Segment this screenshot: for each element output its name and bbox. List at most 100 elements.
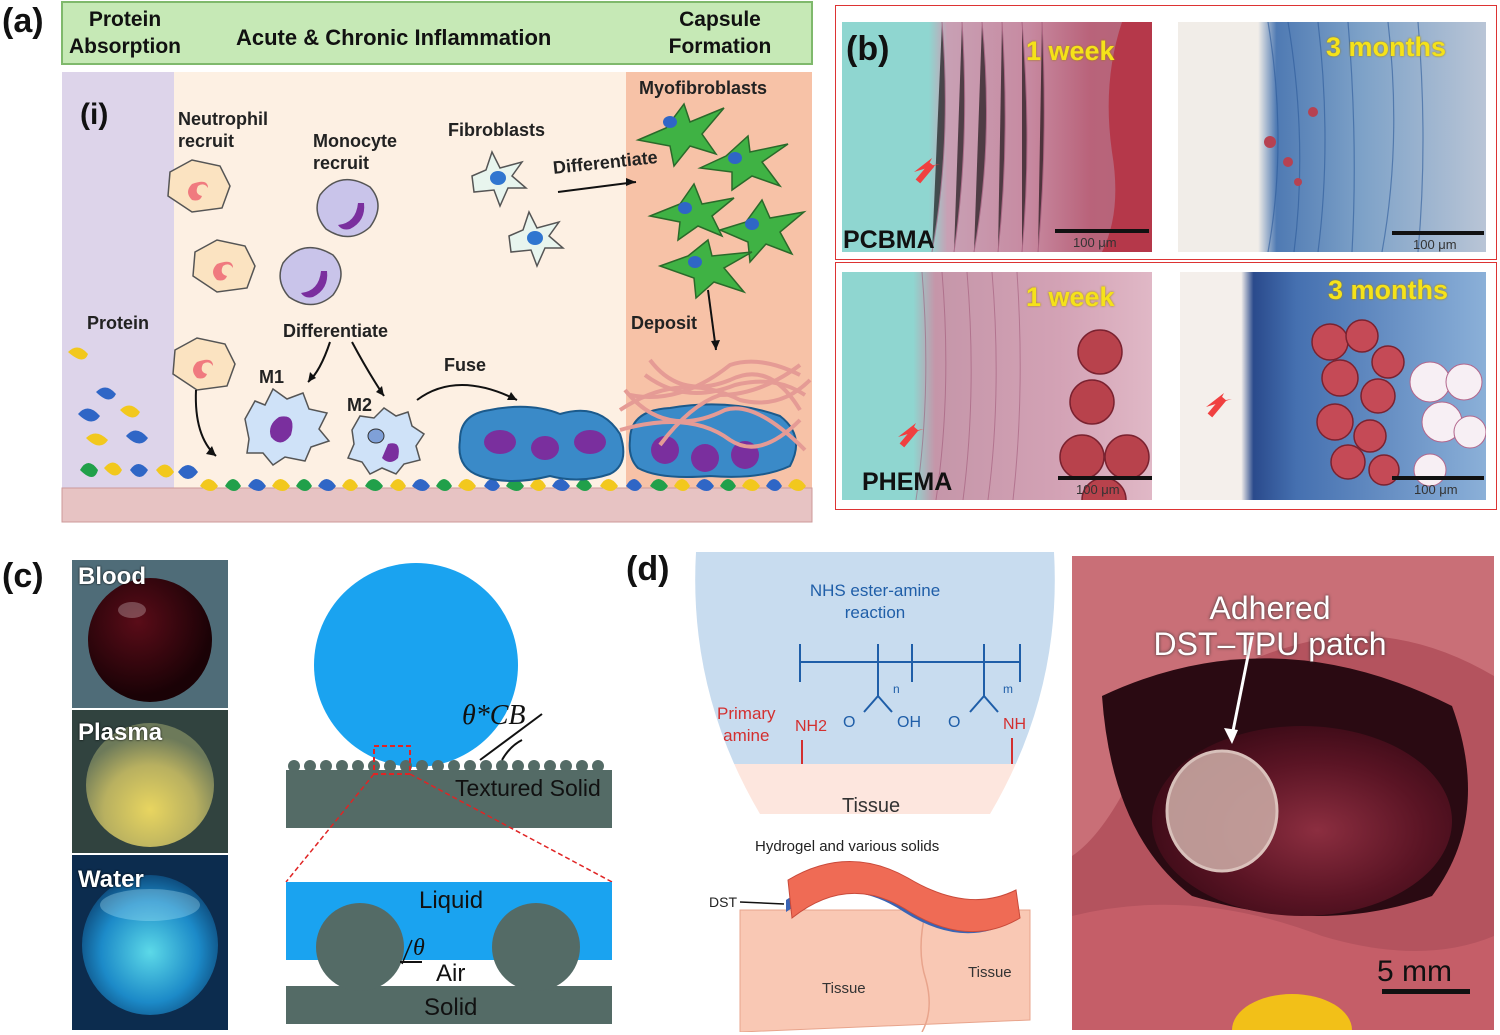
label-neutrophil-line1: Neutrophil (178, 109, 268, 129)
panel-b-frame-bottom (835, 262, 1497, 510)
header-left-line2: Absorption (69, 35, 181, 58)
foreign-body-giant-cell (458, 405, 625, 482)
scale-label-3: 100 μm (1076, 482, 1120, 497)
header-right-line1: Capsule (679, 8, 761, 31)
panel-d-label: (d) (626, 550, 670, 588)
hydrogel-diagram (739, 861, 1031, 1032)
callout-arrowhead (1224, 728, 1238, 744)
scale-bar-1 (1055, 229, 1149, 233)
patch-caption-line1: Adhered (1209, 590, 1331, 626)
nh2-label: NH2 (795, 718, 828, 735)
sample-pcbma: PCBMA (843, 226, 935, 254)
contact-angle-line (401, 939, 413, 965)
theta-cb-label: θ*CB (462, 700, 526, 731)
label-neutrophil: Neutrophil recruit (178, 108, 268, 152)
header-inflammation: Acute & Chronic Inflammation (236, 25, 552, 50)
zoom-line-right (409, 773, 613, 883)
primary-amine-line1: Primary (717, 704, 776, 723)
pillar-left (316, 903, 404, 991)
phase-header (61, 1, 813, 65)
label-protein: Protein (87, 313, 150, 333)
label-m2: M2 (347, 395, 373, 415)
zoom-line-left (285, 773, 375, 883)
photo-label-water: Water (78, 866, 144, 893)
polymer-backbone (799, 644, 1021, 713)
droplet (314, 563, 518, 767)
texture-bumps (288, 760, 604, 772)
group-oh: OH (897, 714, 921, 731)
tissue-label-left: Tissue (822, 980, 866, 997)
label-fuse: Fuse (444, 355, 487, 375)
macrophage-m1 (244, 387, 331, 466)
textured-solid-block (286, 770, 612, 828)
photo-label-plasma: Plasma (78, 719, 163, 746)
implant-substrate (61, 487, 813, 523)
solid-label: Solid (424, 994, 478, 1021)
protein-region (62, 72, 174, 490)
subscript-n: n (893, 682, 900, 696)
dst-pointer (739, 901, 785, 905)
label-differentiate-mid: Differentiate (283, 321, 389, 341)
pillar-right (492, 903, 580, 991)
myofibroblast-cells (635, 102, 807, 300)
histo-time-2: 3 months (1326, 32, 1447, 62)
free-proteins (68, 347, 148, 446)
panel-a-sublabel: (i) (80, 98, 109, 131)
zoom-solid (286, 986, 612, 1024)
histology-phema-3months (1180, 272, 1486, 500)
air-label: Air (436, 960, 466, 987)
histo-time-4: 3 months (1328, 275, 1449, 305)
arrow-heads (206, 178, 720, 456)
textured-solid-label: Textured Solid (455, 775, 601, 801)
group-o-2: O (948, 714, 961, 731)
dst-label: DST (709, 894, 737, 910)
theta-label: θ (413, 935, 425, 961)
adhered-patch (1165, 749, 1279, 873)
group-o-1: O (843, 714, 856, 731)
header-capsule-formation: Capsule Formation (655, 6, 785, 60)
nhs-title-line2: reaction (844, 603, 906, 622)
nhs-title-line1: NHS ester-amine (809, 581, 941, 600)
panel-c-label: (c) (2, 557, 44, 595)
tissue-gap (920, 909, 930, 1032)
scale-bar-4 (1392, 476, 1484, 480)
label-m1: M1 (259, 367, 285, 387)
histology-pcbma-3months (1178, 22, 1486, 252)
zoom-box (373, 745, 411, 775)
group-nh: NH (1003, 716, 1027, 733)
droplet-photos (72, 560, 228, 1030)
photo-scale-label: 5 mm (1377, 955, 1452, 988)
primary-amine-label: Primary amine (717, 703, 776, 747)
panel-a-label: (a) (2, 2, 44, 40)
header-protein-absorption: Protein Absorption (62, 6, 188, 60)
panel-a-diagram (61, 1, 813, 523)
primary-amine-line2: amine (723, 726, 770, 745)
panel-b-label: (b) (846, 30, 890, 68)
scale-bar-3 (1058, 476, 1152, 480)
header-left-line1: Protein (88, 8, 162, 31)
histo-time-3: 1 week (1026, 282, 1115, 312)
liquid-label: Liquid (419, 887, 484, 914)
label-monocyte-line2: recruit (313, 153, 370, 173)
fibroblast-cells (471, 150, 566, 268)
histo-time-1: 1 week (1026, 36, 1115, 66)
label-neutrophil-line2: recruit (178, 131, 235, 151)
header-right-line2: Formation (668, 35, 772, 58)
label-monocyte: Monocyte recruit (313, 130, 397, 174)
monocyte-cells (279, 178, 379, 306)
cassie-baxter-diagram (285, 563, 613, 1024)
fibrous-capsule (618, 358, 812, 478)
adsorbed-protein-layer (80, 462, 806, 491)
macrophage-m2 (346, 407, 426, 475)
callout-arrow (1230, 635, 1254, 737)
panel-b-frame-top (835, 5, 1497, 260)
scale-bar-2 (1392, 231, 1484, 235)
hydrogel-layer (787, 861, 1021, 933)
photo-scale-bar (1382, 989, 1470, 994)
tissue-label-right: Tissue (968, 964, 1012, 981)
histology-phema-1week (842, 272, 1152, 500)
nhs-reaction-diagram (695, 552, 1055, 814)
label-myofibroblasts: Myofibroblasts (639, 78, 768, 98)
neutrophil-cells (167, 159, 256, 391)
patch-caption: Adhered DST–TPU patch (1120, 590, 1420, 662)
